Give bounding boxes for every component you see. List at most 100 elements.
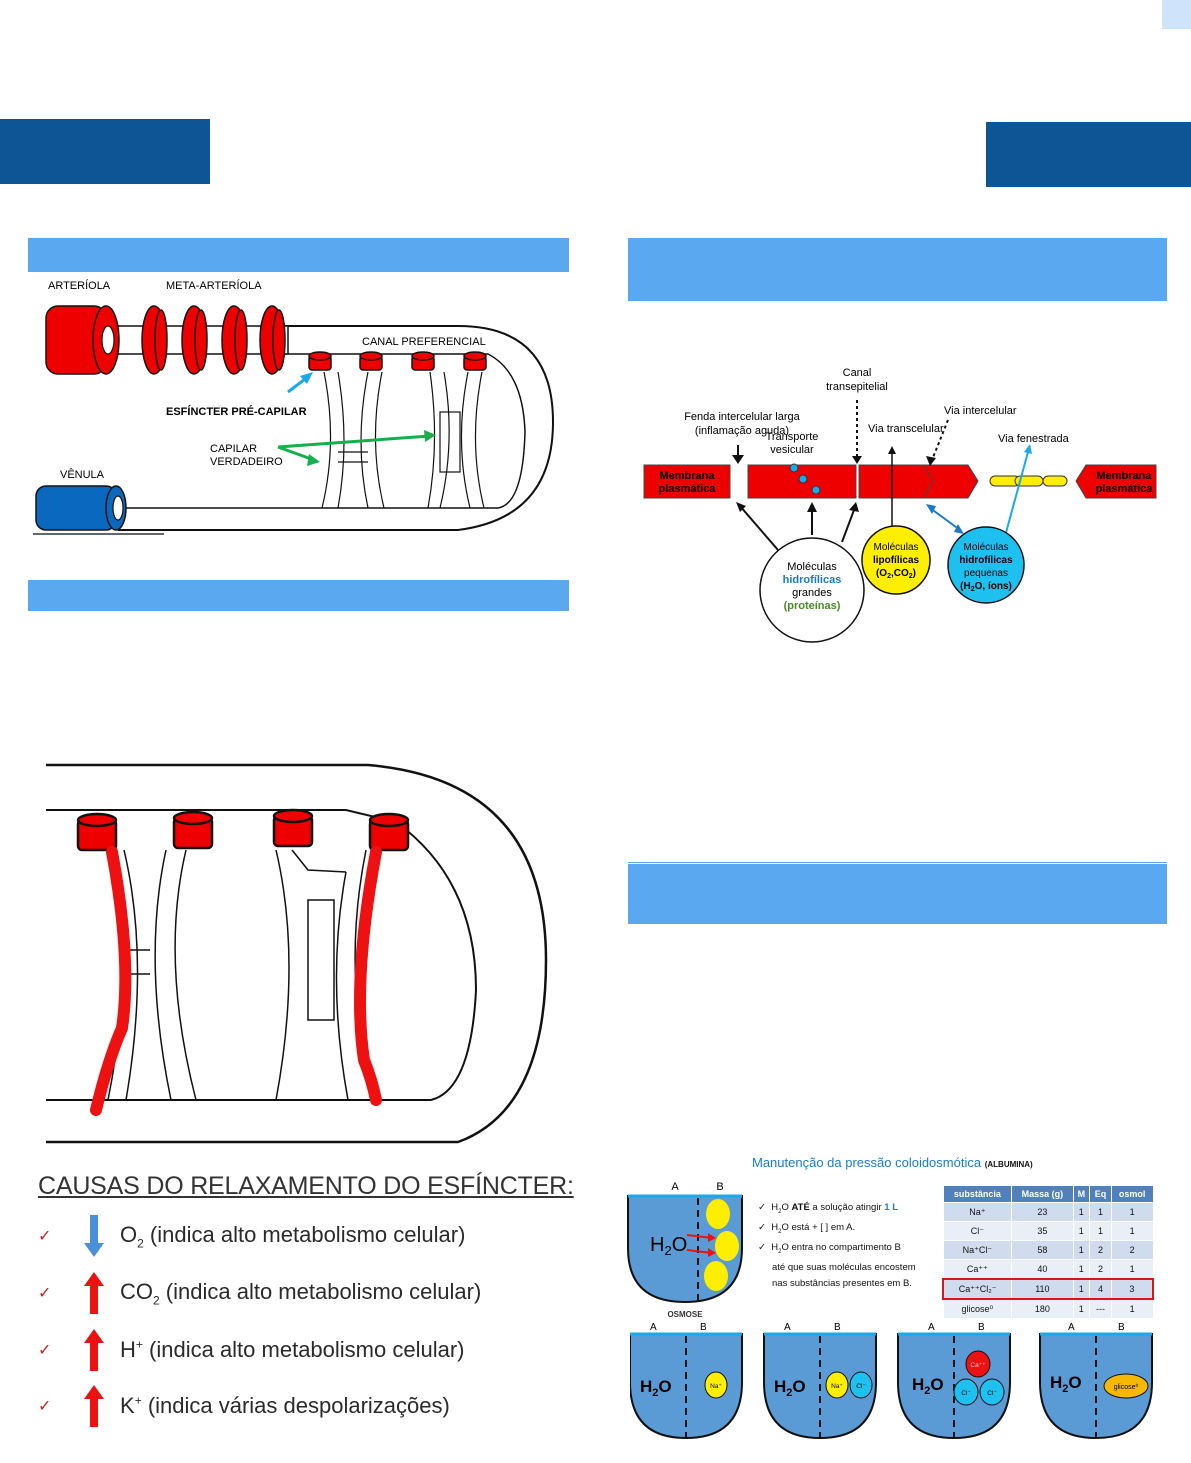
corner-tab [1162, 0, 1191, 29]
arrow-up-icon [74, 1270, 114, 1316]
osmosis-beaker-main: A B H2O OSMOSE [627, 1181, 743, 1318]
table-cell: 1 [1072, 1240, 1091, 1260]
cause-item: ✓ CO2 (indica alto metabolismo celular) [38, 1270, 481, 1316]
cause-item: ✓K+ (indica várias despolarizações) [38, 1383, 450, 1429]
beaker-water: H2O [650, 1234, 687, 1258]
table-cell: 1 [1110, 1259, 1154, 1280]
table-cell: Ca⁺⁺Cl₂⁻ [942, 1278, 1013, 1300]
table-header-cell: Eq [1089, 1185, 1112, 1203]
label-small-1: Moléculas [963, 542, 1008, 553]
label-membrana-right-1: Membrana [1096, 470, 1152, 482]
section-bar-transport [628, 238, 1167, 301]
osmosis-bullet: ✓ H2O ATÉ a solução atingir 1 L [758, 1202, 898, 1215]
label-small-2: hidrofílicas [959, 555, 1013, 566]
table-cell: 2 [1089, 1259, 1112, 1280]
label-canal-preferencial: CANAL PREFERENCIAL [362, 336, 486, 348]
check-icon: ✓ [38, 1342, 52, 1359]
table-cell: Cl⁻ [942, 1221, 1013, 1241]
osmosis-bullets: ✓ H2O ATÉ a solução atingir 1 L ✓ H2O est… [758, 1200, 916, 1292]
cause-text: O2 (indica alto metabolismo celular) [120, 1221, 466, 1251]
table-cell: 1 [1089, 1202, 1112, 1222]
table-cell: 1 [1072, 1202, 1091, 1222]
beaker-label-a: A [671, 1181, 679, 1193]
table-cell: 1 [1110, 1221, 1154, 1241]
svg-text:H2O: H2O [1050, 1373, 1082, 1395]
svg-text:H2O: H2O [640, 1377, 672, 1399]
arteriole-cylinder [45, 305, 120, 375]
membrane-intercellular [923, 464, 979, 499]
label-big-2: hidrofílicas [783, 574, 842, 586]
table-cell: 35 [1011, 1221, 1074, 1241]
label-via-intercelular: Via intercelular [944, 405, 1017, 417]
beaker-label-b: B [716, 1181, 723, 1193]
osmosis-bullet: ✓ H2O entra no compartimento B [758, 1241, 901, 1255]
membrane-left [643, 464, 731, 499]
table-cell: Na⁺ [942, 1202, 1013, 1222]
table-header-cell: substância [942, 1185, 1013, 1203]
arrow-up-icon [74, 1327, 114, 1373]
label-membrana-left-1: Membrana [659, 470, 715, 482]
svg-text:B: B [700, 1322, 707, 1333]
table-cell: 1 [1110, 1298, 1154, 1319]
label-membrana-right-2: plasmática [1096, 483, 1154, 495]
table-cell: 3 [1110, 1278, 1154, 1300]
section-divider [628, 862, 1167, 863]
label-big-3: grandes [792, 587, 832, 599]
svg-text:Cl⁻: Cl⁻ [987, 1390, 997, 1397]
label-lipo-2: lipofílicas [873, 555, 920, 566]
cause-text: CO2 (indica alto metabolismo celular) [120, 1278, 482, 1308]
table-cell: 58 [1011, 1240, 1074, 1260]
svg-text:Cl⁻: Cl⁻ [961, 1390, 971, 1397]
table-cell: 23 [1011, 1202, 1074, 1222]
svg-text:H2O: H2O [912, 1375, 944, 1397]
arrow-down-icon [74, 1213, 114, 1259]
table-cell: 1 [1110, 1202, 1154, 1222]
meta-arteriole-rings [141, 305, 286, 375]
table-cell: --- [1089, 1298, 1112, 1319]
table-cell: 4 [1089, 1278, 1112, 1300]
table-cell: 180 [1011, 1298, 1074, 1319]
causes-title: CAUSAS DO RELAXAMENTO DO ESFÍNCTER: [38, 1172, 574, 1200]
osmosis-bullet: ✓ H2O está + [ ] em A. [758, 1221, 856, 1235]
table-cell: 1 [1072, 1259, 1091, 1280]
section-bar-osmosis [628, 864, 1167, 924]
sphincter-arrow-icon [287, 372, 313, 394]
cause-item: ✓ O2 (indica alto metabolismo celular) [38, 1213, 465, 1259]
section-bar-sphincter [28, 580, 569, 611]
svg-text:A: A [1068, 1322, 1075, 1333]
check-icon: ✓ [758, 1202, 772, 1213]
transport-diagram: Fenda intercelular larga (inflamação agu… [643, 367, 1157, 643]
circle-small-hydrophilic [947, 526, 1025, 604]
svg-text:Ca⁺⁺: Ca⁺⁺ [970, 1362, 986, 1369]
circle-large-hydrophilic [759, 537, 865, 643]
relaxed-sphincter-diagram [46, 763, 548, 1144]
section-bar-microcirculation [28, 238, 569, 272]
label-meta-arteriola: META-ARTERÍOLA [166, 279, 262, 292]
venule-cylinder [35, 485, 127, 531]
blood-flow-right [354, 846, 382, 1106]
check-icon: ✓ [38, 1228, 52, 1245]
osmosis-title-main: Manutenção da pressão coloidosmótica [752, 1155, 982, 1170]
osmosis-title-small: (ALBUMINA) [984, 1160, 1033, 1169]
svg-text:Na⁺: Na⁺ [831, 1383, 843, 1390]
table-cell: Ca⁺⁺ [942, 1259, 1013, 1280]
osmosis-bullet-cont-1: até que suas moléculas encostem [772, 1261, 916, 1273]
table-cell: 110 [1011, 1278, 1074, 1300]
svg-text:B: B [834, 1322, 841, 1333]
table-cell: 1 [1072, 1221, 1091, 1241]
svg-text:A: A [784, 1322, 791, 1333]
label-lipo-1: Moléculas [873, 542, 918, 553]
inner-vessel [118, 353, 526, 509]
table-cell: 2 [1110, 1240, 1154, 1260]
blood-flow-left [90, 846, 132, 1116]
table-cell: Na⁺Cl⁻ [942, 1240, 1013, 1260]
check-icon: ✓ [38, 1285, 52, 1302]
